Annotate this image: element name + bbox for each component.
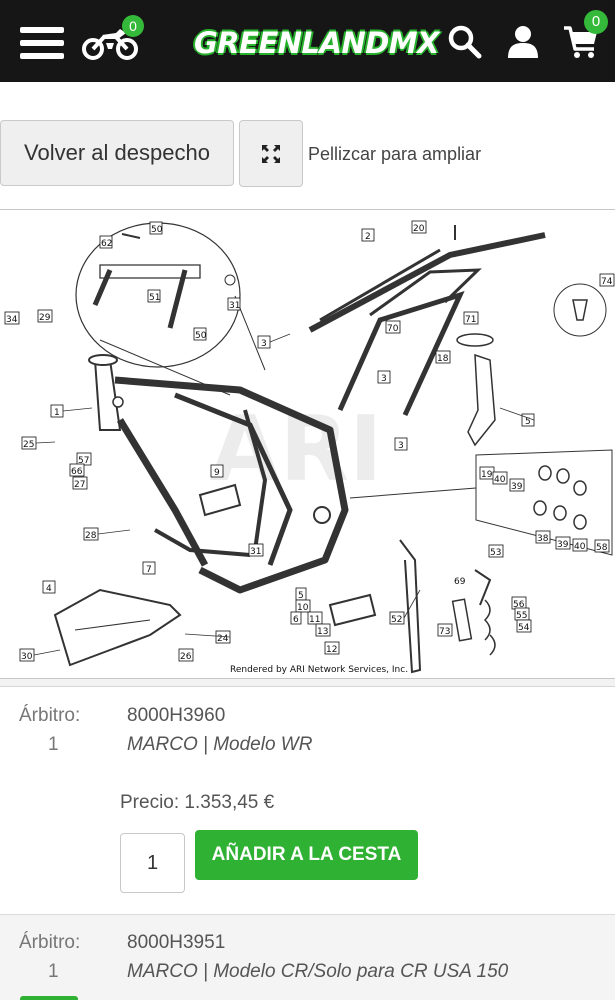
svg-text:71: 71 xyxy=(465,315,476,325)
svg-text:18: 18 xyxy=(437,354,449,364)
svg-text:24: 24 xyxy=(217,634,229,644)
svg-text:56: 56 xyxy=(513,600,525,610)
expand-icon xyxy=(262,145,280,163)
svg-text:10: 10 xyxy=(297,603,309,613)
svg-text:6: 6 xyxy=(293,615,299,625)
part-row: Árbitro: 1 8000H3951 MARCO | Modelo CR/S… xyxy=(0,914,615,1000)
parts-diagram[interactable]: ARI xyxy=(0,209,615,679)
section-divider xyxy=(0,679,615,687)
svg-text:38: 38 xyxy=(537,534,549,544)
part-number: 8000H3960 xyxy=(127,705,226,726)
add-to-cart-button[interactable]: AÑADIR A LA CESTA xyxy=(195,830,418,880)
svg-text:11: 11 xyxy=(309,615,320,625)
diagram-reference-number: 1 xyxy=(48,734,59,755)
user-icon[interactable] xyxy=(505,24,541,60)
svg-text:19: 19 xyxy=(481,470,493,480)
svg-text:2: 2 xyxy=(365,232,371,242)
svg-text:70: 70 xyxy=(387,324,399,334)
part-number: 8000H3951 xyxy=(127,932,226,953)
logo-text: GREENLANDMX xyxy=(194,26,440,60)
part-row: Árbitro: 1 8000H3960 MARCO | Modelo WR P… xyxy=(0,688,615,914)
svg-text:40: 40 xyxy=(574,542,586,552)
diagram-reference-number: 1 xyxy=(48,961,59,982)
svg-text:34: 34 xyxy=(6,315,18,325)
pinch-to-zoom-hint: Pellizcar para ampliar xyxy=(308,144,482,164)
quantity-input[interactable]: 1 xyxy=(120,833,185,893)
svg-text:29: 29 xyxy=(39,313,51,323)
svg-text:73: 73 xyxy=(439,627,450,637)
part-description: MARCO | Modelo CR/Solo para CR USA 150 xyxy=(127,961,509,982)
add-to-cart-button-edge[interactable] xyxy=(20,996,78,1000)
svg-text:54: 54 xyxy=(518,623,530,633)
bike-count-badge: 0 xyxy=(122,15,144,37)
svg-text:1: 1 xyxy=(54,408,60,418)
svg-text:66: 66 xyxy=(71,467,83,477)
svg-text:20: 20 xyxy=(413,224,425,234)
arbitro-label: Árbitro: xyxy=(19,705,81,726)
svg-text:25: 25 xyxy=(23,440,34,450)
svg-text:62: 62 xyxy=(101,239,112,249)
svg-text:13: 13 xyxy=(317,627,328,637)
frame-exploded-view: ARI xyxy=(4,220,615,675)
part-description: MARCO | Modelo WR xyxy=(127,734,313,755)
svg-text:50: 50 xyxy=(195,331,207,341)
cart-count-badge: 0 xyxy=(584,10,608,34)
part-price: Precio: 1.353,45 € xyxy=(120,792,275,813)
svg-text:51: 51 xyxy=(149,293,160,303)
site-logo[interactable]: GREENLANDMX xyxy=(190,16,440,68)
svg-text:3: 3 xyxy=(398,441,404,451)
svg-text:5: 5 xyxy=(525,417,531,427)
arbitro-label: Árbitro: xyxy=(19,932,81,953)
cart-icon[interactable] xyxy=(562,22,600,60)
diagram-credit: Rendered by ARI Network Services, Inc. xyxy=(230,665,408,675)
svg-text:53: 53 xyxy=(490,548,501,558)
svg-text:50: 50 xyxy=(151,225,163,235)
svg-text:55: 55 xyxy=(516,611,527,621)
svg-text:4: 4 xyxy=(46,584,52,594)
svg-text:58: 58 xyxy=(596,543,608,553)
svg-text:28: 28 xyxy=(85,531,97,541)
svg-text:69: 69 xyxy=(454,577,466,587)
search-icon[interactable] xyxy=(447,24,483,60)
svg-text:31: 31 xyxy=(250,547,261,557)
svg-text:12: 12 xyxy=(326,645,337,655)
svg-text:27: 27 xyxy=(74,480,85,490)
top-navigation-bar: 0 GREENLANDMX 0 xyxy=(0,0,615,82)
svg-text:5: 5 xyxy=(298,591,304,601)
svg-text:3: 3 xyxy=(381,374,387,384)
svg-text:30: 30 xyxy=(21,652,33,662)
back-to-schematic-button[interactable]: Volver al despecho xyxy=(0,120,234,186)
svg-text:40: 40 xyxy=(494,475,506,485)
motorbike-icon[interactable] xyxy=(82,25,138,61)
svg-text:57: 57 xyxy=(78,456,89,466)
menu-icon[interactable] xyxy=(20,27,64,59)
svg-text:3: 3 xyxy=(261,339,267,349)
svg-text:31: 31 xyxy=(229,301,240,311)
zoom-button[interactable] xyxy=(239,120,303,187)
svg-text:39: 39 xyxy=(557,540,569,550)
svg-text:9: 9 xyxy=(214,468,220,478)
svg-text:7: 7 xyxy=(146,565,152,575)
svg-text:74: 74 xyxy=(601,277,613,287)
svg-text:26: 26 xyxy=(180,652,192,662)
svg-text:52: 52 xyxy=(391,615,402,625)
svg-text:39: 39 xyxy=(511,482,523,492)
